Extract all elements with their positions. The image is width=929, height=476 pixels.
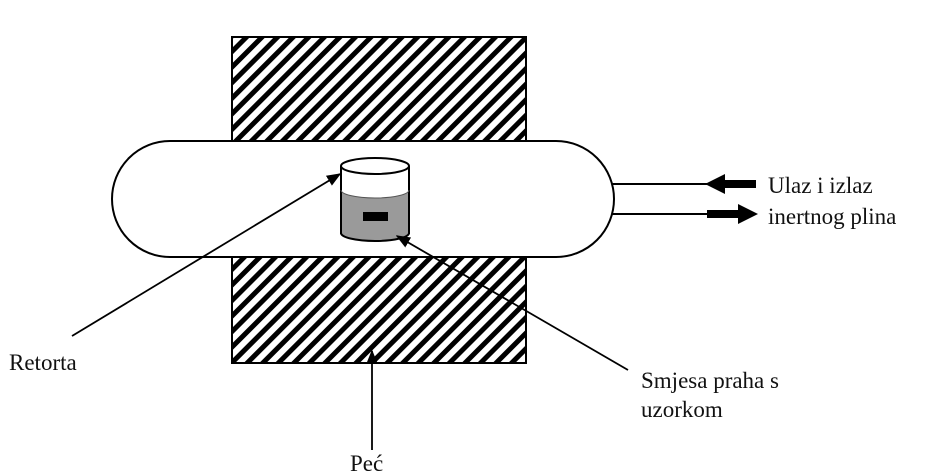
mixture-label-line1: Smjesa praha s bbox=[641, 368, 779, 393]
gas-outlet-arrow bbox=[707, 204, 758, 224]
furnace-label: Peć bbox=[350, 451, 383, 476]
retort-leader bbox=[71, 173, 342, 337]
mixture-label-line2: uzorkom bbox=[641, 397, 723, 422]
gas-label-line1: Ulaz i izlaz bbox=[768, 173, 873, 198]
furnace-top-block bbox=[231, 36, 527, 142]
gas-inlet-arrow bbox=[705, 174, 756, 194]
sample-piece bbox=[363, 212, 388, 221]
crucible bbox=[340, 157, 410, 242]
furnace-bottom-block bbox=[231, 256, 527, 364]
mixture-leader bbox=[395, 235, 629, 371]
crucible-rim bbox=[340, 157, 410, 175]
gas-label-line2: inertnog plina bbox=[768, 204, 896, 229]
retort-label: Retorta bbox=[9, 350, 77, 375]
